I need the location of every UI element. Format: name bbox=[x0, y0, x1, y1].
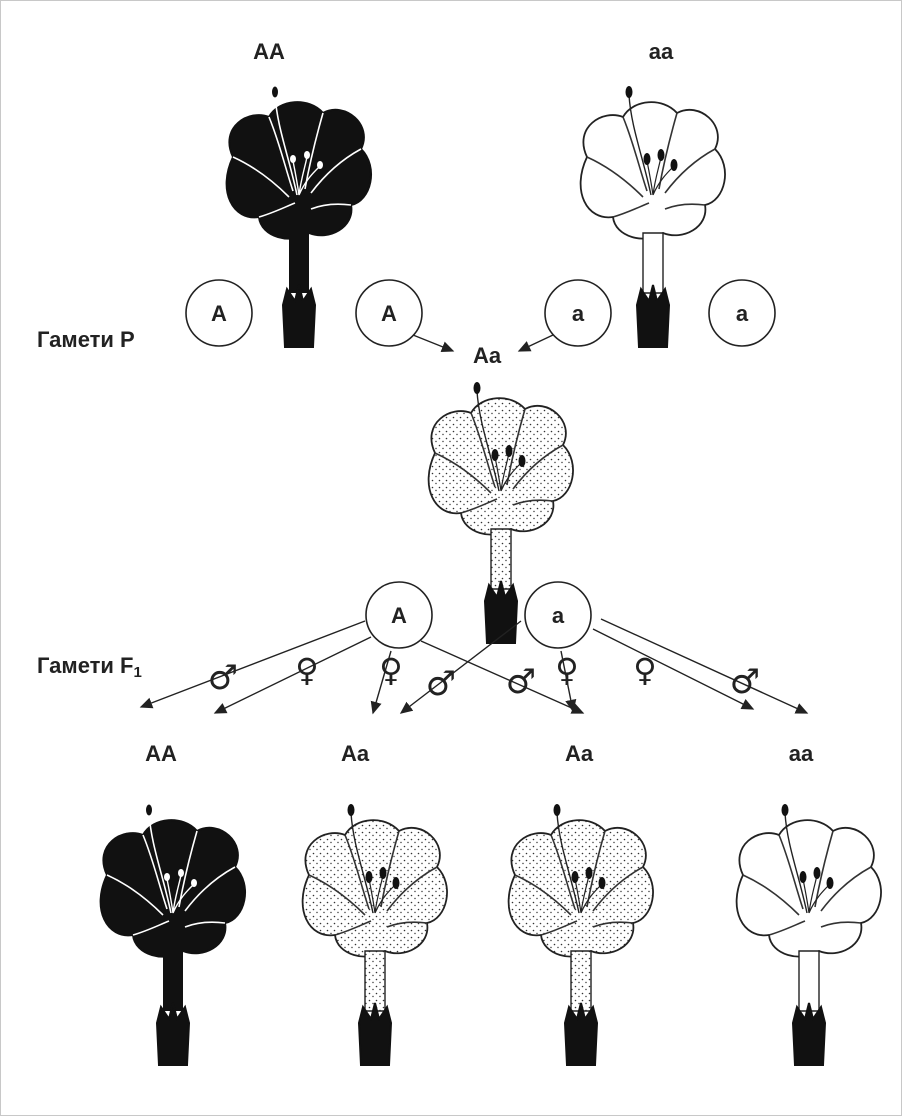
parent-gamete-right-2: a bbox=[709, 280, 775, 346]
gametes-f1-label: Гамети F1 bbox=[37, 653, 142, 681]
parent-gamete-left-1: A bbox=[186, 280, 252, 346]
female-symbol: ♀ bbox=[555, 651, 578, 689]
gamete-label: a bbox=[552, 603, 565, 628]
gamete-label: A bbox=[391, 603, 407, 628]
gamete-label: a bbox=[572, 301, 585, 326]
f1-gamete-A: A bbox=[366, 582, 432, 648]
parent-gamete-left-2: A bbox=[356, 280, 422, 346]
parent-left-genotype: AA bbox=[253, 39, 285, 64]
f1-gamete-a: a bbox=[525, 582, 591, 648]
fusion-arrow-left bbox=[413, 335, 453, 351]
gamete-combination-arrows bbox=[141, 619, 807, 713]
female-symbol: ♀ bbox=[295, 651, 318, 689]
gametes-p-label: Гамети P bbox=[37, 327, 135, 352]
male-symbol: ♂ bbox=[208, 658, 238, 698]
gamete-label: a bbox=[736, 301, 749, 326]
f2-dark-flower bbox=[101, 804, 245, 1065]
f2-genotype-3: Aa bbox=[565, 741, 594, 766]
f2-genotype-2: Aa bbox=[341, 741, 370, 766]
female-symbol: ♀ bbox=[379, 651, 402, 689]
gamete-label: A bbox=[381, 301, 397, 326]
gamete-label: A bbox=[211, 301, 227, 326]
f2-genotype-4: aa bbox=[789, 741, 814, 766]
male-symbol: ♂ bbox=[730, 662, 760, 702]
parent-gamete-right-1: a bbox=[545, 280, 611, 346]
female-symbol: ♀ bbox=[633, 651, 656, 689]
f2-stippled-flower-2 bbox=[509, 804, 653, 1065]
f2-stippled-flower-1 bbox=[303, 804, 447, 1065]
male-symbol: ♂ bbox=[426, 664, 456, 704]
parent-right-genotype: aa bbox=[649, 39, 674, 64]
f1-genotype: Aa bbox=[473, 343, 502, 368]
male-symbol: ♂ bbox=[506, 662, 536, 702]
f2-genotype-1: AA bbox=[145, 741, 177, 766]
fusion-arrow-right bbox=[519, 335, 553, 351]
f2-white-flower bbox=[737, 804, 881, 1065]
